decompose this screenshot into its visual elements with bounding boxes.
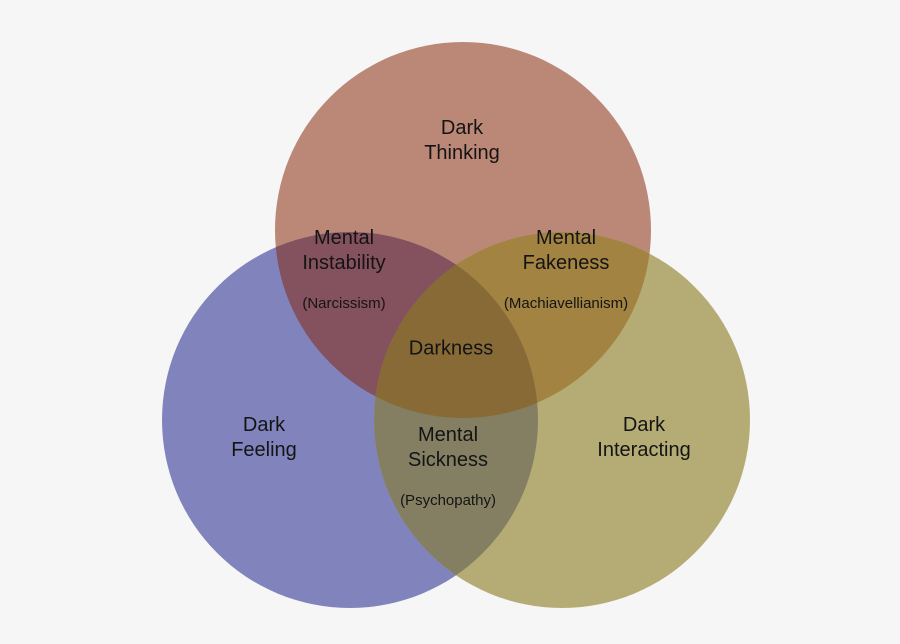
intersection-label-text: Mental Instability	[302, 227, 386, 274]
label-dark-feeling: Dark Feeling	[231, 395, 297, 481]
set-label-text: Dark Interacting	[597, 414, 691, 461]
center-label-text: Darkness	[408, 337, 494, 360]
label-mental-fakeness: Mental Fakeness (Machiavellianism)	[504, 208, 628, 332]
label-mental-sickness: Mental Sickness (Psychopathy)	[400, 405, 496, 529]
intersection-label-text: Mental Sickness	[407, 424, 489, 471]
label-darkness: Darkness	[409, 319, 493, 380]
set-label-text: Dark Feeling	[231, 414, 297, 461]
region-darkness	[374, 232, 538, 418]
sublabel-machiavellianism: (Machiavellianism)	[503, 295, 629, 312]
sublabel-narcissism: (Narcissism)	[302, 295, 386, 312]
label-mental-instability: Mental Instability (Narcissism)	[302, 208, 385, 332]
sublabel-psychopathy: (Psychopathy)	[400, 492, 496, 509]
label-dark-interacting: Dark Interacting	[597, 395, 690, 481]
set-label-text: Dark Thinking	[424, 117, 500, 164]
label-dark-thinking: Dark Thinking	[424, 98, 500, 184]
intersection-label-text: Mental Fakeness	[522, 227, 610, 274]
